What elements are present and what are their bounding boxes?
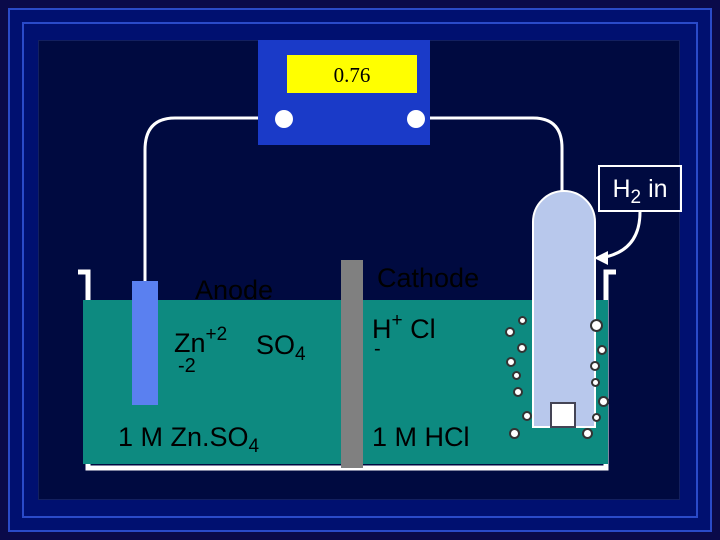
h2-arrow-head (594, 251, 608, 265)
hydrogen-bubble (512, 371, 521, 380)
cathode-terminal (407, 110, 425, 128)
hydrogen-bubble (591, 378, 600, 387)
cathode-concentration: 1 M HCl (372, 422, 470, 452)
hydrogen-bubble (518, 316, 527, 325)
electrolyte-solution-edge (83, 300, 90, 464)
anode-terminal (275, 110, 293, 128)
hydrogen-bubble (522, 411, 532, 421)
hydrogen-bubble (505, 327, 515, 337)
hydrogen-bubble (506, 357, 516, 367)
zinc-anode (132, 281, 158, 405)
hydrogen-bubble (592, 413, 601, 422)
sulfate-charge: -2 (178, 355, 196, 377)
porous-barrier (341, 260, 363, 468)
h2-inlet-label: H2 in (598, 165, 682, 212)
anode-wire (143, 116, 283, 281)
hydrogen-bubble (517, 343, 527, 353)
hydrogen-electrode-tube (532, 190, 596, 428)
hydrogen-bubble (509, 428, 520, 439)
hydrogen-ion-label: H+ Cl (372, 310, 436, 344)
hydrogen-bubble (513, 387, 523, 397)
h2-arrow (599, 211, 642, 260)
anode-title: Anode (195, 275, 274, 305)
sulfate-ion-label: SO4 (256, 330, 306, 365)
hydrogen-bubble (582, 428, 593, 439)
hydrogen-bubble (590, 319, 603, 332)
cathode-title: Cathode (377, 263, 480, 293)
hydrogen-bubble (590, 361, 600, 371)
cathode-wire (418, 116, 564, 200)
platinum-electrode (550, 402, 576, 428)
hydrogen-bubble (597, 345, 607, 355)
beaker (78, 269, 616, 471)
hydrogen-bubble (598, 396, 609, 407)
chloride-charge: - (374, 338, 381, 360)
anode-concentration: 1 M Zn.SO4 (118, 422, 260, 457)
zinc-ion-label: Zn+2 (174, 324, 228, 358)
voltmeter-display: 0.76 (287, 55, 417, 93)
